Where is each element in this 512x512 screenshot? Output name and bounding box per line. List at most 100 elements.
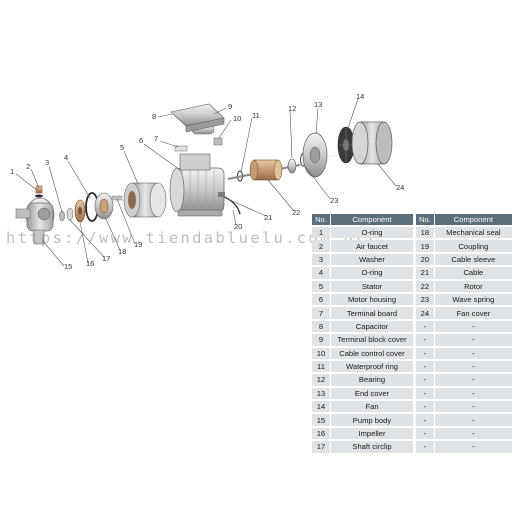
part-number: 3	[312, 253, 330, 266]
part-component: -	[434, 427, 512, 440]
table-row: --	[416, 401, 512, 413]
part-component: Terminal board	[331, 307, 413, 319]
callout-24: 24	[396, 183, 404, 192]
end-cover-part	[302, 132, 328, 178]
part-component: -	[434, 334, 512, 346]
callout-9: 9	[228, 102, 232, 111]
part-component: -	[434, 401, 512, 413]
part-number: 20	[416, 253, 434, 266]
header-component: Component	[331, 214, 413, 225]
part-component: Fan	[331, 401, 413, 413]
part-component: Washer	[331, 253, 413, 266]
part-number: -	[416, 334, 434, 346]
part-number: -	[416, 347, 434, 359]
part-component: Mechanical seal	[434, 227, 512, 239]
part-number: -	[416, 387, 434, 400]
part-component: Coupling	[434, 240, 512, 252]
part-number: 12	[312, 374, 330, 386]
table-row: --	[416, 320, 512, 333]
callout-2: 2	[26, 162, 30, 171]
table-row: --	[416, 374, 512, 386]
table-header-row: No. Component	[416, 214, 512, 225]
part-number: 4	[312, 267, 330, 279]
table-row: --	[416, 334, 512, 346]
callout-4: 4	[64, 153, 68, 162]
callout-7: 7	[154, 134, 158, 143]
part-component: End cover	[331, 387, 413, 400]
header-component: Component	[434, 214, 512, 225]
leader-lines	[15, 98, 397, 267]
callout-13: 13	[314, 100, 322, 109]
part-number: 5	[312, 280, 330, 292]
header-number: No.	[416, 214, 434, 225]
part-number: 21	[416, 267, 434, 279]
impeller-part	[59, 199, 86, 223]
part-number: 18	[416, 227, 434, 239]
part-component: Bearing	[331, 374, 413, 386]
callout-21: 21	[264, 213, 272, 222]
pump-body-part	[15, 197, 55, 245]
part-component: -	[434, 360, 512, 373]
part-component: Motor housing	[331, 293, 413, 306]
callout-5: 5	[120, 143, 124, 152]
table-row: --	[416, 427, 512, 440]
table-row: --	[416, 387, 512, 400]
part-number: 24	[416, 307, 434, 319]
part-component: -	[434, 347, 512, 359]
terminal-cover-part	[170, 103, 225, 133]
callout-19: 19	[134, 240, 142, 249]
part-number: 10	[312, 347, 330, 359]
motor-housing-part	[169, 153, 225, 217]
callout-6: 6	[139, 136, 143, 145]
part-component: Impeller	[331, 427, 413, 440]
callout-14: 14	[356, 92, 364, 101]
part-component: -	[434, 441, 512, 453]
part-component: -	[434, 414, 512, 426]
callout-17: 17	[102, 254, 110, 263]
table-row: --	[416, 441, 512, 453]
part-number: -	[416, 320, 434, 333]
table-row: --	[416, 360, 512, 373]
callout-22: 22	[292, 208, 300, 217]
part-number: -	[416, 427, 434, 440]
part-number: 22	[416, 280, 434, 292]
part-component: -	[434, 387, 512, 400]
part-component: Cable sleeve	[434, 253, 512, 266]
callout-12: 12	[288, 104, 296, 113]
part-component: Waterproof ring	[331, 360, 413, 373]
part-component: -	[434, 374, 512, 386]
fan-part	[337, 126, 355, 164]
callout-11: 11	[252, 111, 260, 120]
part-number: -	[416, 360, 434, 373]
fan-cover-part	[351, 121, 393, 165]
part-number: -	[416, 441, 434, 453]
part-component: Capacitor	[331, 320, 413, 333]
part-number: 1	[312, 227, 330, 239]
callout-23: 23	[330, 196, 338, 205]
table-row: --	[416, 414, 512, 426]
part-component: Fan cover	[434, 307, 512, 319]
part-component: Stator	[331, 280, 413, 292]
table-row: --	[416, 347, 512, 359]
part-number: 9	[312, 334, 330, 346]
part-component: Cable control cover	[331, 347, 413, 359]
part-number: 14	[312, 401, 330, 413]
part-component: Terminal block cover	[331, 334, 413, 346]
